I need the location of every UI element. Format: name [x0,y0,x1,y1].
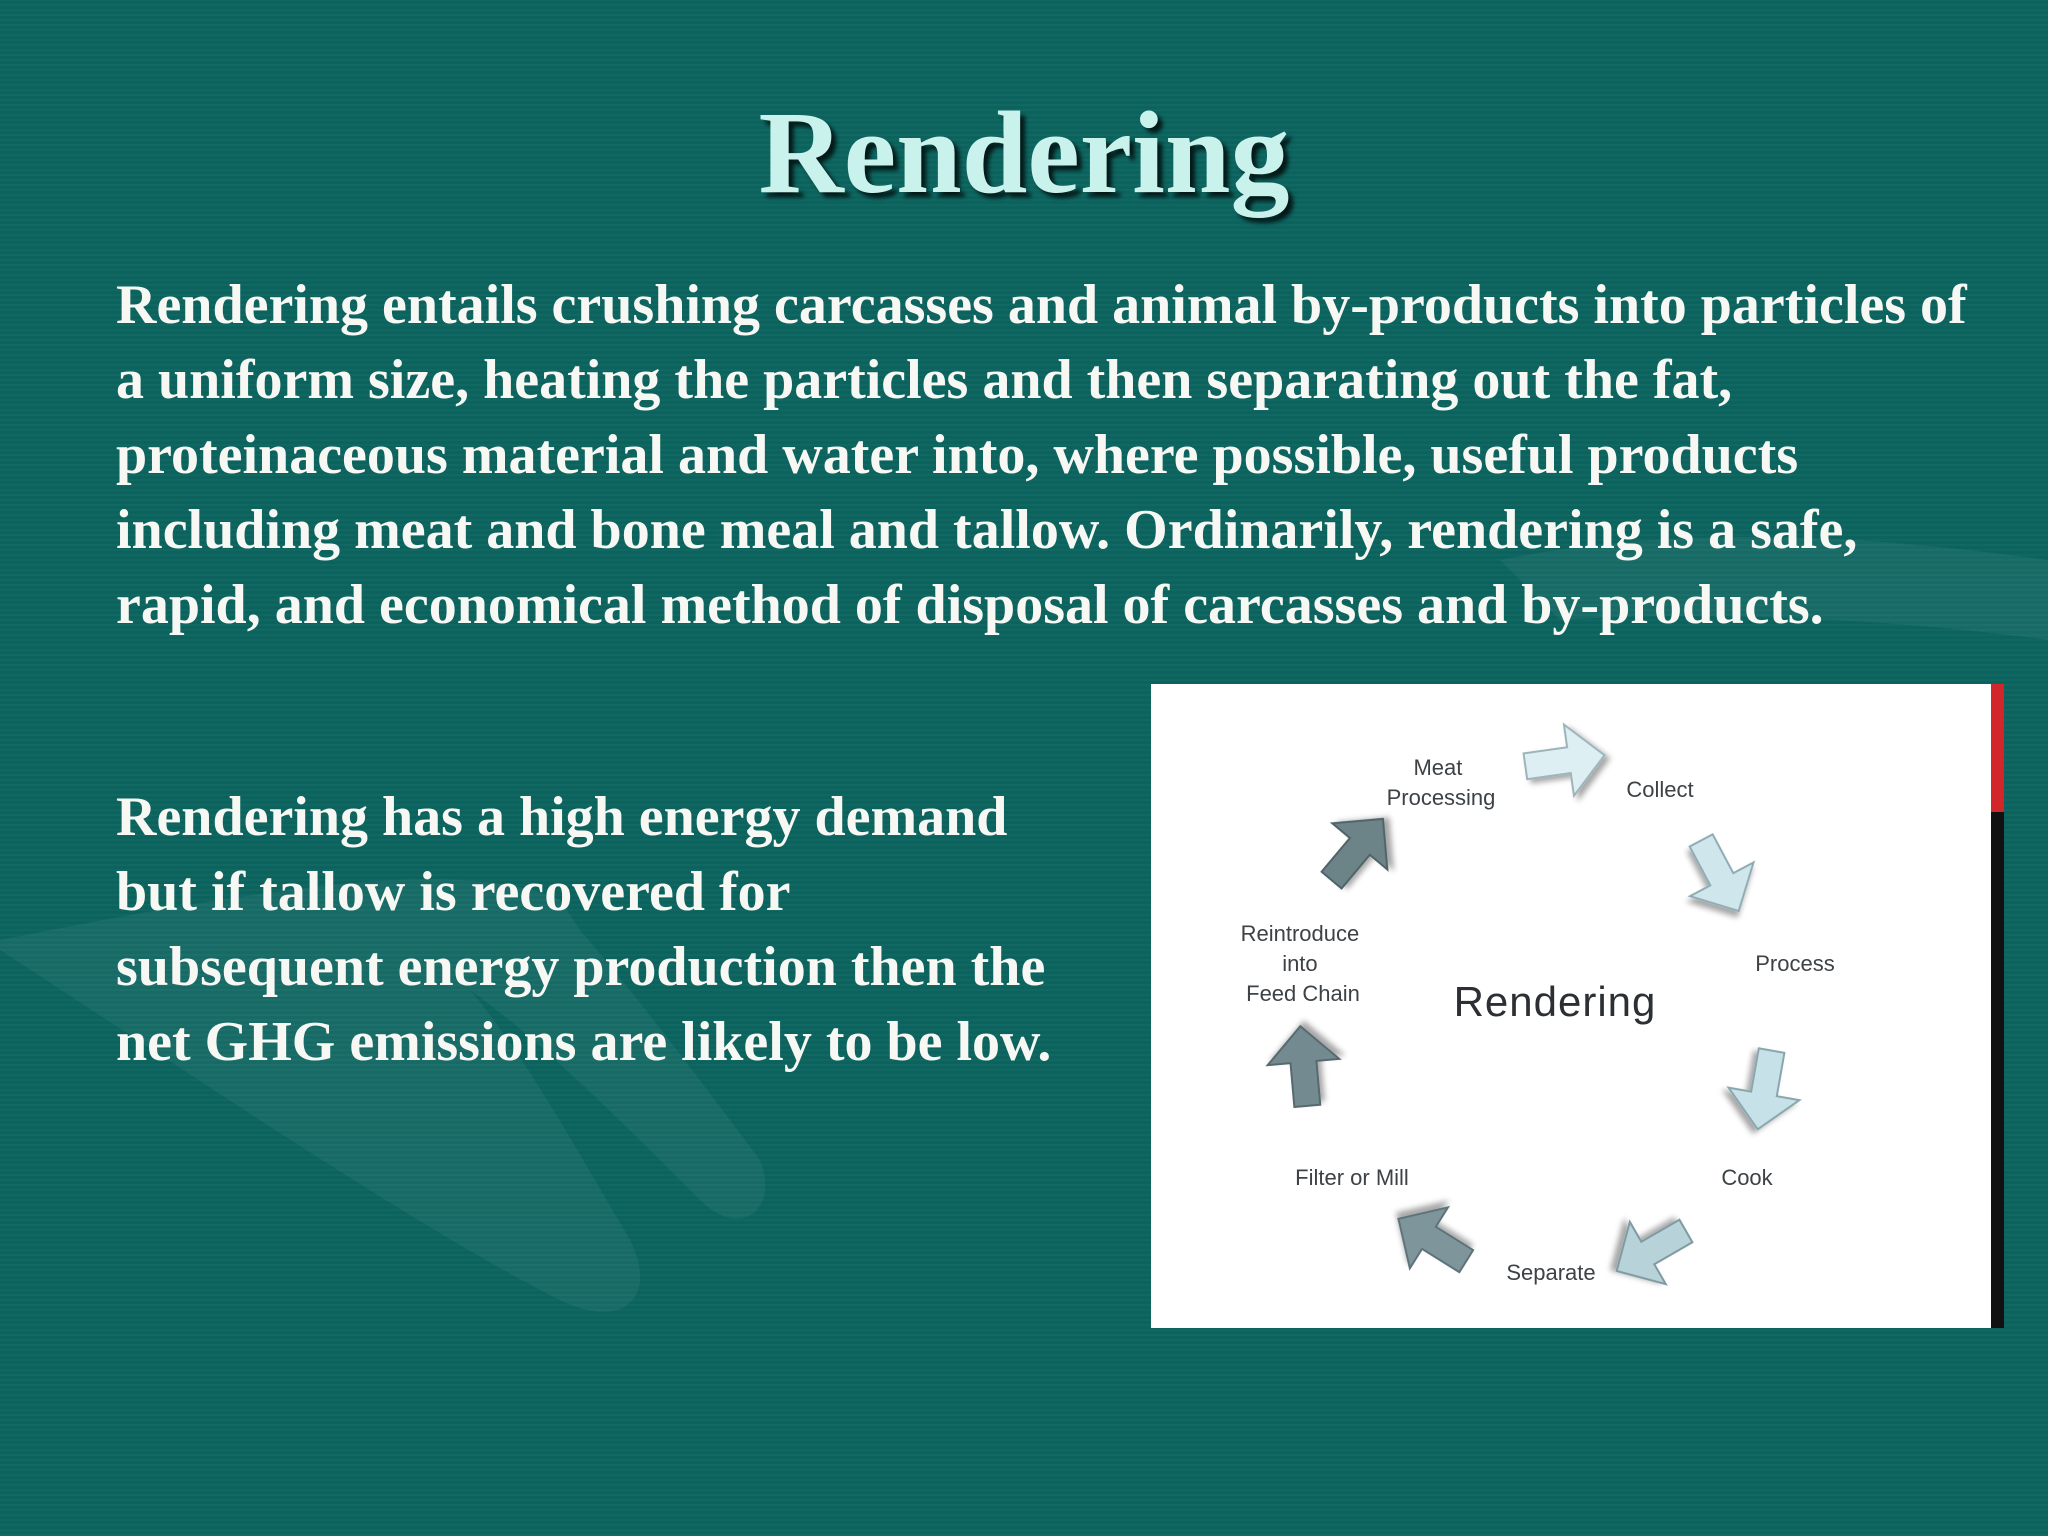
step-label-filter-or-mill: Filter or Mill [1295,1165,1409,1190]
arrow-collect-icon [1519,718,1611,803]
step-label-cook: Cook [1721,1165,1773,1190]
step-label-reintroduce: Reintroduce into Feed Chain [1241,921,1366,1006]
step-label-collect: Collect [1626,777,1693,802]
step-label-separate: Separate [1506,1260,1595,1285]
diagram-edge-bar [1991,684,2004,1328]
energy-demand-paragraph: Rendering has a high energy demand but i… [116,786,1052,1073]
arrow-meat-processing-icon [1302,794,1412,905]
rendering-description-paragraph: Rendering entails crushing carcasses and… [116,274,1967,636]
arrow-cook-icon [1721,1043,1809,1137]
diagram-edge-bar-red [1991,684,2004,812]
arrow-filter-icon [1378,1187,1487,1293]
step-label-process: Process [1755,951,1834,976]
step-label-meat-processing: Meat Processing [1387,755,1496,810]
rendering-cycle-diagram: Rendering Meat Processing Collect Proces… [1151,684,2004,1328]
rendering-cycle-svg: Rendering Meat Processing Collect Proces… [1241,718,1835,1304]
diagram-center-label: Rendering [1454,978,1657,1025]
arrow-process-icon [1668,822,1772,929]
arrow-reintroduce-icon [1263,1022,1345,1110]
slide-title: Rendering [758,87,1290,218]
arrow-separate-icon [1597,1198,1705,1304]
